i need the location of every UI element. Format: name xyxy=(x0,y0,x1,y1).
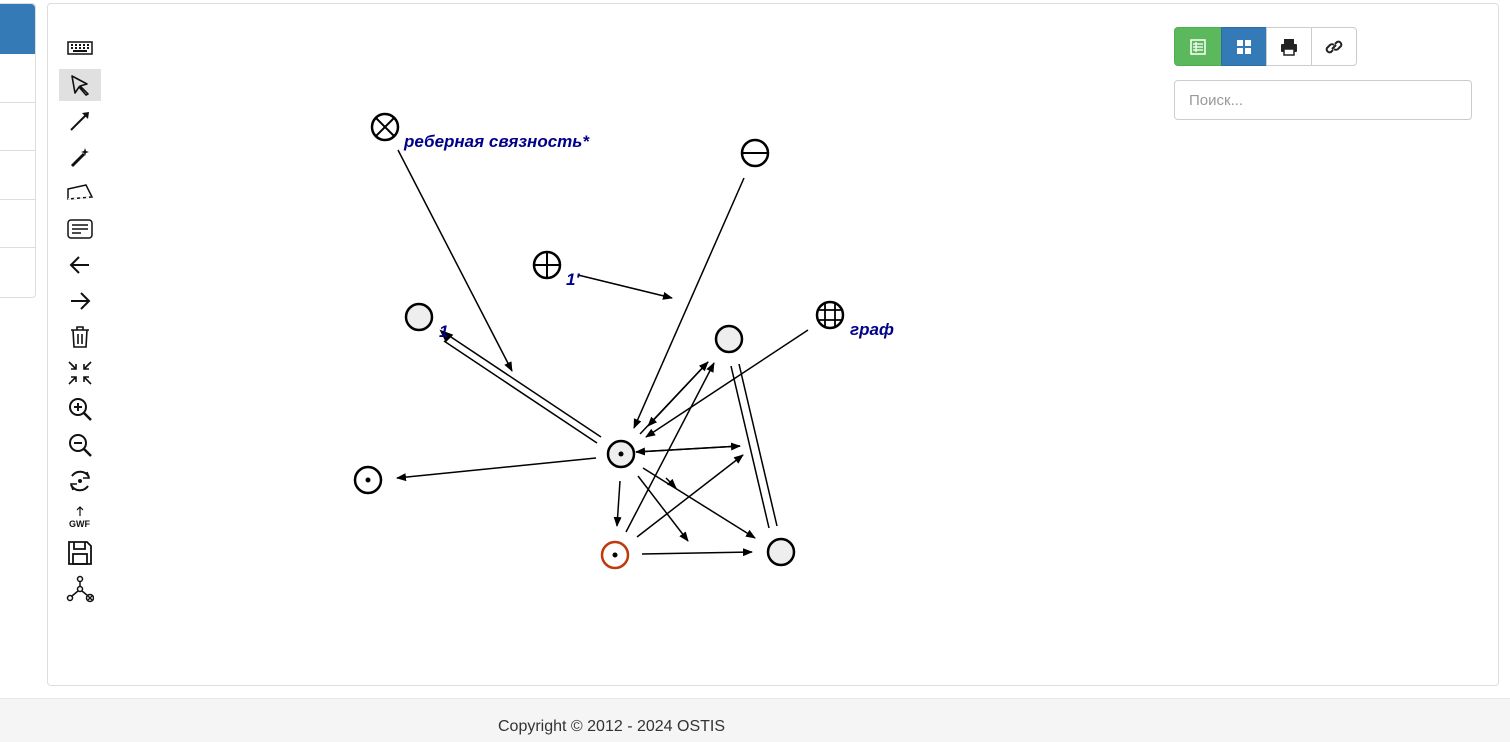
node-minus[interactable] xyxy=(740,138,770,168)
node-edge-connectivity[interactable] xyxy=(370,112,400,142)
link-text-icon[interactable] xyxy=(59,213,101,245)
label-one[interactable]: 1 xyxy=(439,322,448,341)
node-selected[interactable] xyxy=(600,540,630,570)
search-input[interactable] xyxy=(1174,80,1472,120)
arc-tool-icon[interactable] xyxy=(59,105,101,137)
arc[interactable] xyxy=(396,457,597,482)
arc[interactable] xyxy=(637,475,689,542)
node-one[interactable] xyxy=(404,302,434,332)
magic-wand-icon[interactable] xyxy=(59,141,101,173)
table-view-button[interactable] xyxy=(1174,27,1222,66)
sidebar-divider xyxy=(0,247,35,248)
left-sidebar xyxy=(0,3,36,298)
table-view-icon xyxy=(1190,38,1206,55)
zoom-in-icon[interactable] xyxy=(59,393,101,425)
arc[interactable] xyxy=(645,329,809,438)
print-button[interactable] xyxy=(1266,27,1312,66)
contour-tool-icon[interactable] xyxy=(59,177,101,209)
sidebar-active-item[interactable] xyxy=(0,4,35,54)
back-arrow-icon[interactable] xyxy=(59,249,101,281)
label-one-prime[interactable]: 1' xyxy=(566,270,580,289)
node-vertex[interactable] xyxy=(714,324,744,354)
label-edge-connectivity[interactable]: реберная связность* xyxy=(403,132,590,151)
node-one-prime[interactable] xyxy=(532,250,562,280)
arc[interactable] xyxy=(665,477,677,489)
zoom-out-icon[interactable] xyxy=(59,429,101,461)
double-edge[interactable] xyxy=(439,329,602,444)
keyboard-icon[interactable] xyxy=(59,32,101,64)
forward-arrow-icon[interactable] xyxy=(59,285,101,317)
arc[interactable] xyxy=(397,149,513,372)
gwf-label: GWF xyxy=(69,519,90,529)
node-constant[interactable] xyxy=(606,439,636,469)
view-button-group xyxy=(1174,27,1357,67)
sidebar-divider xyxy=(0,199,35,200)
arc[interactable] xyxy=(633,177,745,429)
collapse-icon[interactable] xyxy=(59,357,101,389)
scg-graph-canvas[interactable]: реберная связность* 1' граф 1 xyxy=(0,0,1510,700)
label-graph[interactable]: граф xyxy=(850,320,894,339)
print-icon xyxy=(1281,38,1297,56)
node-constant[interactable] xyxy=(353,465,383,495)
arc[interactable] xyxy=(613,480,622,527)
arc[interactable] xyxy=(641,548,753,557)
double-edge[interactable] xyxy=(730,363,778,529)
footer: Copyright © 2012 - 2024 OSTIS xyxy=(0,698,1510,742)
integrate-icon[interactable] xyxy=(59,465,101,497)
trash-icon[interactable] xyxy=(59,321,101,353)
arc[interactable] xyxy=(636,454,744,538)
copyright-text: Copyright © 2012 - 2024 OSTIS xyxy=(498,718,726,735)
link-icon xyxy=(1325,40,1343,53)
gwf-upload-icon[interactable]: GWF xyxy=(59,501,101,533)
select-pointer-icon[interactable] xyxy=(59,69,101,101)
arc[interactable] xyxy=(647,361,709,427)
arc[interactable] xyxy=(577,274,673,300)
node-graph[interactable] xyxy=(815,300,845,330)
graph-layout-icon[interactable] xyxy=(59,573,101,605)
save-icon[interactable] xyxy=(59,537,101,569)
sidebar-divider xyxy=(0,150,35,151)
sidebar-divider xyxy=(0,102,35,103)
grid-view-icon xyxy=(1237,39,1251,54)
link-button[interactable] xyxy=(1311,27,1357,66)
arc[interactable] xyxy=(625,362,715,533)
arc[interactable] xyxy=(635,445,741,456)
arc[interactable] xyxy=(642,467,756,539)
node-vertex[interactable] xyxy=(766,537,796,567)
scg-editor-panel xyxy=(47,3,1499,686)
